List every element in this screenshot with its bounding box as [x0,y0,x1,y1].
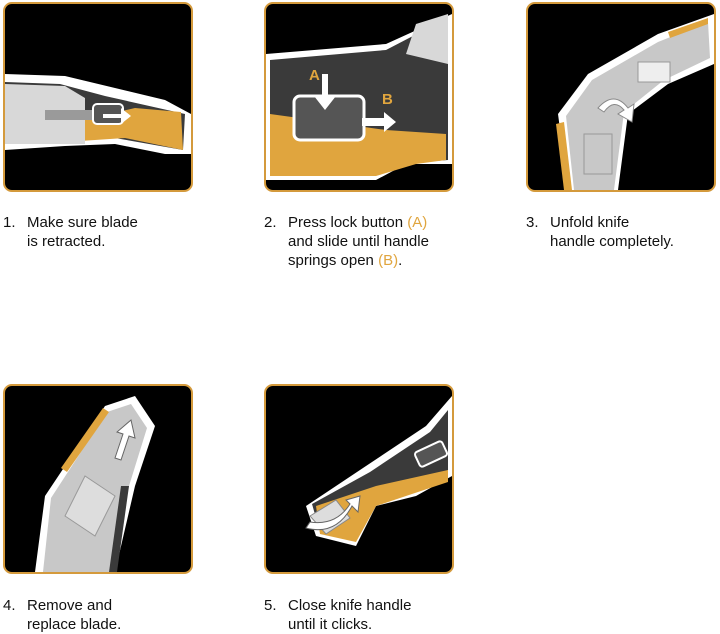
caption-line: replace blade. [27,616,122,633]
step-number: 4. [3,597,16,614]
step-number: 3. [526,214,539,231]
caption-line: and slide until handle [288,233,429,250]
caption-line: Unfold knife [550,214,630,231]
step-1-illustration [3,2,193,192]
label-a: A [309,67,320,84]
marker-a: (A) [407,214,428,231]
step-1-caption: 1. Make sure blade is retracted. [3,213,203,251]
step-number: 5. [264,597,277,614]
step-3-illustration [526,2,716,192]
caption-line: until it clicks. [288,616,373,633]
step-4-caption: 4. Remove and replace blade. [3,596,203,634]
step-2-caption: 2. Press lock button (A) and slide until… [264,213,464,270]
caption-line: handle completely. [550,233,674,250]
step-5-caption: 5. Close knife handle until it clicks. [264,596,464,634]
step-3-caption: 3. Unfold knife handle completely. [526,213,716,251]
caption-line: Remove and [27,597,113,614]
caption-line: Press lock button [288,214,404,231]
step-5-illustration [264,384,454,574]
step-4-illustration [3,384,193,574]
caption-line: Close knife handle [288,597,412,614]
caption-period: . [398,252,403,269]
step-2-illustration: A B [264,2,454,192]
caption-line: is retracted. [27,233,106,250]
caption-line: Make sure blade [27,214,138,231]
marker-b: (B) [378,252,399,269]
caption-line: springs open [288,252,374,269]
step-number: 2. [264,214,277,231]
label-b: B [382,91,393,108]
step-number: 1. [3,214,16,231]
